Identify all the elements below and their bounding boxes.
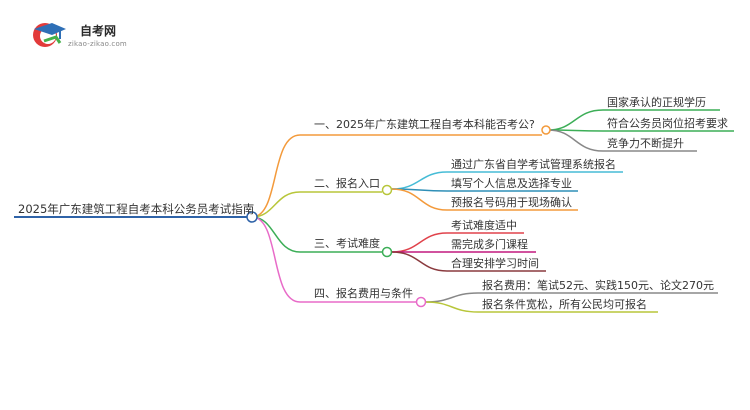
logo-title: 自考网 [80,24,117,38]
connector-b1-i3 [547,129,604,152]
branch-label-1: 一、2025年广东建筑工程自考本科能否考公? [314,118,535,131]
b3-item-2: 需完成多门课程 [451,238,528,251]
branch-label-3: 三、考试难度 [314,237,380,250]
b1-item-3: 竞争力不断提升 [607,137,684,150]
connector-b3-i1 [391,232,448,253]
connector-root-b2 [251,191,301,218]
connector-b4-i1 [425,292,479,303]
b2-item-1: 通过广东省自学考试管理系统报名 [451,158,616,171]
b2-item-2: 填写个人信息及选择专业 [451,177,572,190]
branch-label-4: 四、报名费用与条件 [314,287,413,300]
b3-item-3: 合理安排学习时间 [451,257,539,270]
connector-b4-i2 [425,301,479,313]
root-node [246,211,258,223]
connector-b2-i3 [391,188,448,211]
b1-item-1: 国家承认的正规学历 [607,96,706,109]
b4-item-1: 报名费用：笔试52元、实践150元、论文270元 [482,279,714,292]
b1-node [541,125,551,135]
b3-item-1: 考试难度适中 [451,219,517,232]
connector-b1-i1 [547,109,604,131]
b4-node [415,296,427,308]
graduation-cap-icon [33,23,66,47]
connector-b3-i3 [391,251,448,272]
branch-label-2: 二、报名入口 [314,177,380,190]
b2-item-3: 预报名号码用于现场确认 [451,196,572,209]
b2-node [381,184,393,196]
b3-node [381,246,393,258]
connector-root-b1 [251,134,301,218]
root-label: 2025年广东建筑工程自考本科公务员考试指南 [18,202,255,216]
connector-root-b3 [251,216,301,253]
logo-graphic [33,23,66,47]
logo-url: zikao-zikao.com [68,40,127,48]
connector-root-b4 [251,216,301,303]
b1-item-2: 符合公务员岗位招考要求 [607,117,728,130]
connector-b2-i1 [391,171,448,190]
b4-item-2: 报名条件宽松，所有公民均可报名 [482,298,647,311]
